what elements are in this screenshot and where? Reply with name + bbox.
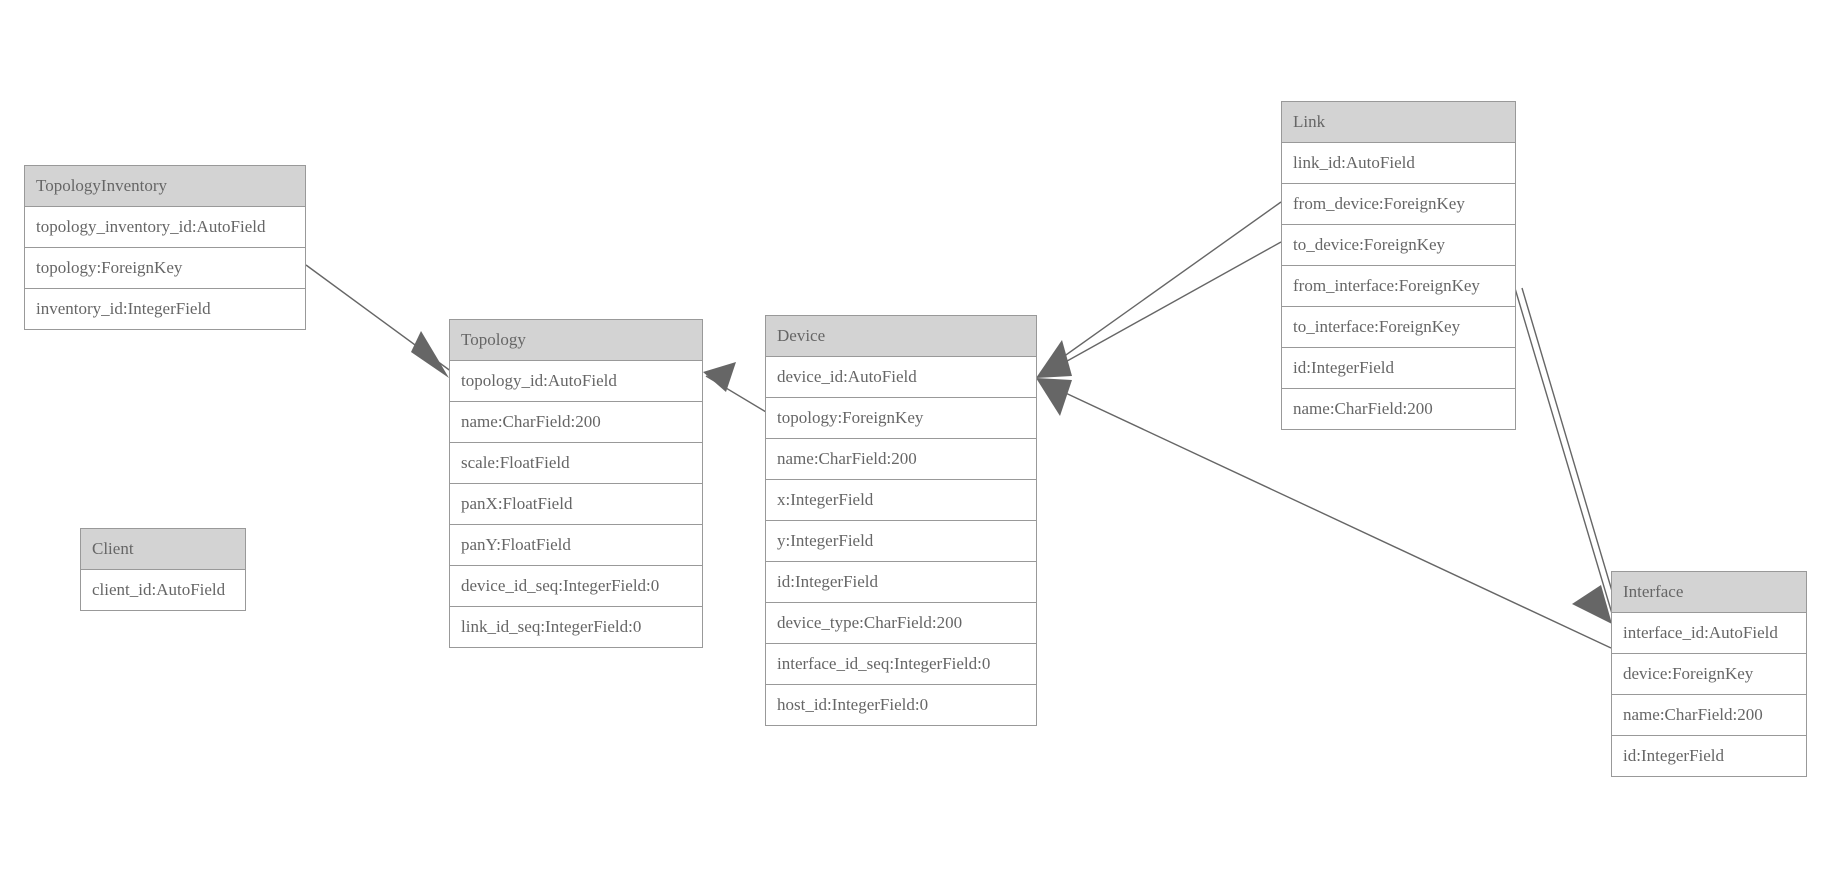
edge-topologyinventory-to-topology (305, 264, 453, 378)
entity-field: device_id:AutoField (766, 357, 1036, 398)
entity-field: to_interface:ForeignKey (1282, 307, 1515, 348)
entity-field: name:CharField:200 (450, 402, 702, 443)
entity-field: name:CharField:200 (766, 439, 1036, 480)
entity-field: panX:FloatField (450, 484, 702, 525)
entity-field: id:IntegerField (1612, 736, 1806, 776)
entity-field: id:IntegerField (1282, 348, 1515, 389)
entity-field: topology:ForeignKey (25, 248, 305, 289)
entity-title: Link (1282, 102, 1515, 143)
entity-field: link_id:AutoField (1282, 143, 1515, 184)
entity-field: y:IntegerField (766, 521, 1036, 562)
entity-field: device_id_seq:IntegerField:0 (450, 566, 702, 607)
arrowhead-device-right (1036, 340, 1072, 416)
edge-link-from-device-to-device (1041, 201, 1282, 373)
entity-field: id:IntegerField (766, 562, 1036, 603)
entity-field: link_id_seq:IntegerField:0 (450, 607, 702, 647)
entity-field: device_type:CharField:200 (766, 603, 1036, 644)
entity-field: topology_inventory_id:AutoField (25, 207, 305, 248)
entity-title: Topology (450, 320, 702, 361)
entity-title: TopologyInventory (25, 166, 305, 207)
entity-field: interface_id_seq:IntegerField:0 (766, 644, 1036, 685)
edge-link-to-interface-to-interface (1521, 287, 1621, 619)
entity-field: inventory_id:IntegerField (25, 289, 305, 329)
entity-field: from_device:ForeignKey (1282, 184, 1515, 225)
entity-field: device:ForeignKey (1612, 654, 1806, 695)
entity-title: Device (766, 316, 1036, 357)
entity-field: panY:FloatField (450, 525, 702, 566)
entity-field: host_id:IntegerField:0 (766, 685, 1036, 725)
edge-link-from-interface-to-interface (1513, 284, 1614, 618)
entity-field: name:CharField:200 (1282, 389, 1515, 429)
edge-device-to-topology (703, 362, 767, 413)
entity-field: interface_id:AutoField (1612, 613, 1806, 654)
entity-field: scale:FloatField (450, 443, 702, 484)
entity-title: Interface (1612, 572, 1806, 613)
entity-field: client_id:AutoField (81, 570, 245, 610)
entity-field: topology_id:AutoField (450, 361, 702, 402)
entity-field: topology:ForeignKey (766, 398, 1036, 439)
entity-title: Client (81, 529, 245, 570)
arrowhead-interface-left (1572, 585, 1612, 624)
entity-field: from_interface:ForeignKey (1282, 266, 1515, 307)
entity-field: to_device:ForeignKey (1282, 225, 1515, 266)
entity-field: x:IntegerField (766, 480, 1036, 521)
entity-field: name:CharField:200 (1612, 695, 1806, 736)
edge-link-to-device-to-device (1041, 241, 1282, 376)
